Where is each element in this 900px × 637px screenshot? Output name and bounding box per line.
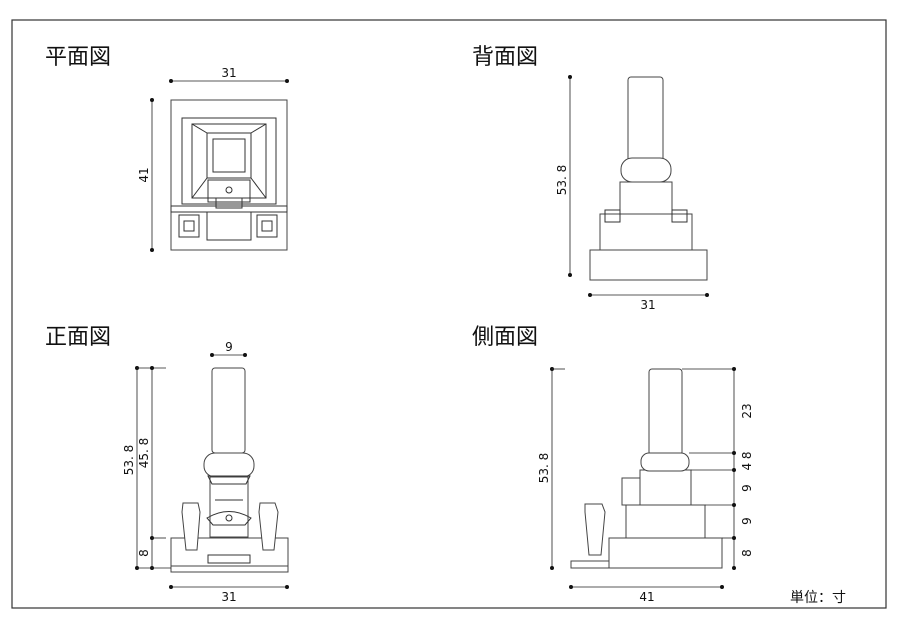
sheet-frame [11, 19, 887, 609]
back-view: 背面図 53. 8 31 [472, 45, 709, 312]
side-band-dim: 4 8 [740, 451, 754, 470]
front-upper-height-dim: 45. 8 [137, 438, 151, 469]
side-view: 側面図 53. 8 23 4 8 9 9 8 41 [472, 325, 754, 604]
side-total-height-dim: 53. 8 [537, 453, 551, 484]
front-total-height-dim: 53. 8 [122, 445, 136, 476]
plan-view-title: 平面図 [45, 45, 111, 70]
side-upper-block-dim: 9 [740, 484, 754, 492]
side-pillar-dim: 23 [740, 403, 754, 418]
plan-view: 平面図 31 41 [45, 45, 289, 252]
unit-label: 単位：寸 [790, 590, 846, 606]
front-base-height-dim: 8 [137, 549, 151, 557]
front-pillar-width-dim: 9 [225, 340, 233, 354]
front-width-dim: 31 [221, 590, 236, 604]
side-middle-block-dim: 9 [740, 517, 754, 525]
back-width-dim: 31 [640, 298, 655, 312]
plan-depth-dim: 41 [137, 167, 151, 182]
front-view: 正面図 9 53. 8 45. 8 8 31 [45, 325, 289, 604]
front-view-title: 正面図 [45, 325, 111, 350]
side-base-dim: 8 [740, 549, 754, 557]
plan-width-dim: 31 [221, 66, 236, 80]
back-height-dim: 53. 8 [555, 165, 569, 196]
side-width-dim: 41 [639, 590, 654, 604]
side-view-title: 側面図 [472, 325, 538, 350]
back-view-title: 背面図 [472, 45, 538, 70]
